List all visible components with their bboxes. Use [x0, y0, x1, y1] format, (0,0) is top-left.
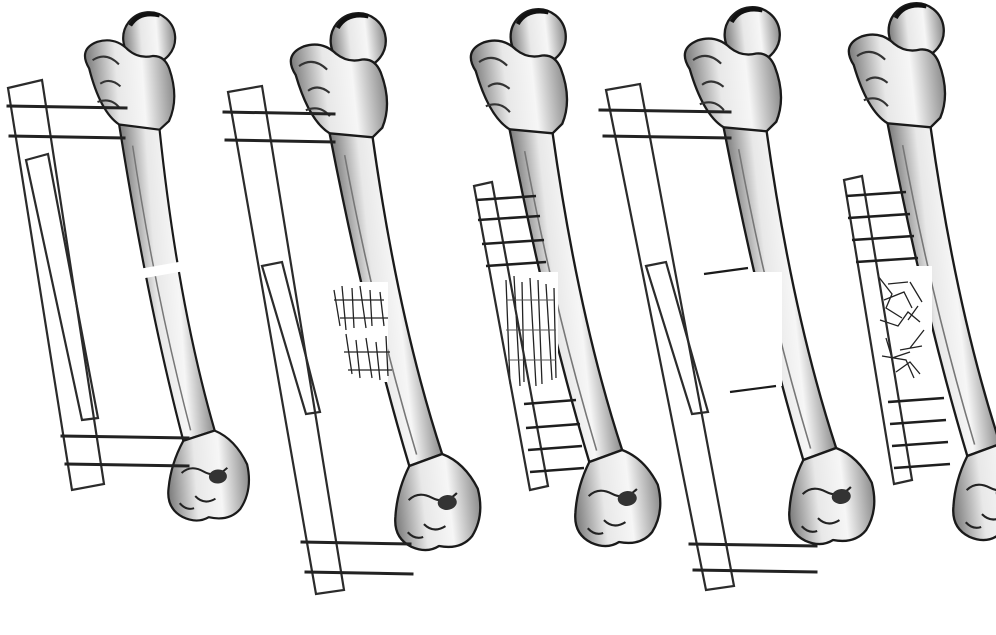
- panel-2-callus: [330, 282, 392, 382]
- panel-4-defect: [696, 268, 782, 392]
- panel-1: [82, 7, 252, 526]
- panel-5-regenerate: [874, 266, 932, 388]
- bone-defect: [696, 272, 782, 386]
